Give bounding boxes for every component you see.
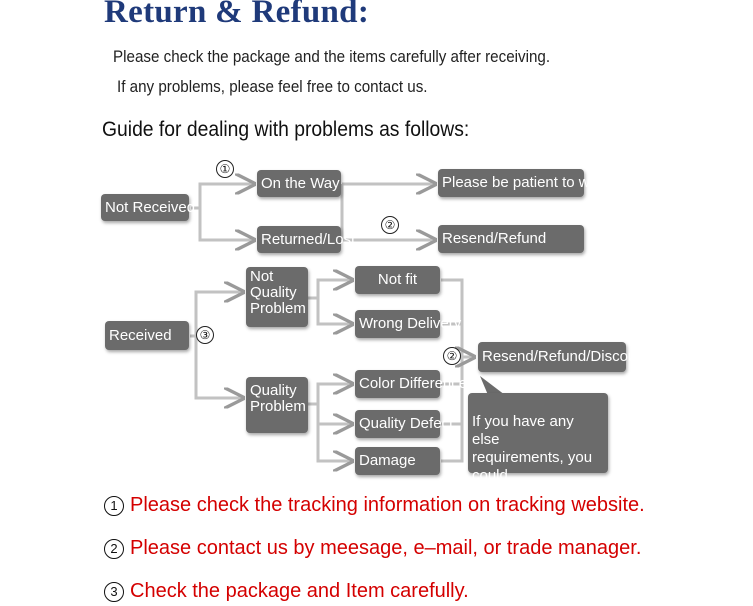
marker-2: ② (381, 216, 399, 234)
note-2-marker: 2 (104, 538, 124, 559)
quality-problem-box: Quality Problem (246, 377, 308, 433)
marker-2-right: ② (443, 347, 461, 365)
quality-defect-box: Quality Defect (355, 410, 453, 438)
note-3-text: Check the package and Item carefully. (130, 580, 469, 602)
note-1-marker: 1 (104, 495, 124, 516)
not-quality-problem-box: Not Quality Problem (246, 267, 308, 327)
not-received-box: Not Received (101, 194, 195, 221)
resend-refund-box: Resend/Refund (438, 225, 584, 253)
wrong-delivery-box: Wrong Delivery (355, 310, 461, 338)
marker-1: ① (216, 160, 234, 178)
note-2-text: Please contact us by meesage, e–mail, or… (130, 537, 642, 559)
resend-refund-discount-box: Resend/Refund/Discount (478, 342, 649, 372)
note-1: 1 Please check the tracking information … (104, 494, 645, 517)
page-title: Return & Refund: (104, 0, 370, 30)
note-3-marker: 3 (104, 581, 124, 602)
intro-line-2: If any problems, please feel free to con… (117, 78, 428, 96)
damage-box: Damage (355, 447, 440, 475)
note-1-text: Please check the tracking information on… (130, 494, 645, 516)
returned-lost-box: Returned/Lost (257, 226, 355, 253)
guide-heading: Guide for dealing with problems as follo… (102, 118, 470, 141)
else-requirements-bubble: If you have any else requirements, you c… (468, 393, 608, 502)
note-3: 3 Check the package and Item carefully. (104, 580, 469, 603)
on-the-way-box: On the Way (257, 170, 341, 197)
marker-3: ③ (196, 326, 214, 344)
received-box: Received (105, 321, 189, 350)
not-fit-box: Not fit (355, 266, 440, 294)
note-2: 2 Please contact us by meesage, e–mail, … (104, 537, 641, 560)
intro-line-1: Please check the package and the items c… (113, 48, 551, 66)
be-patient-box: Please be patient to wait (438, 169, 605, 197)
